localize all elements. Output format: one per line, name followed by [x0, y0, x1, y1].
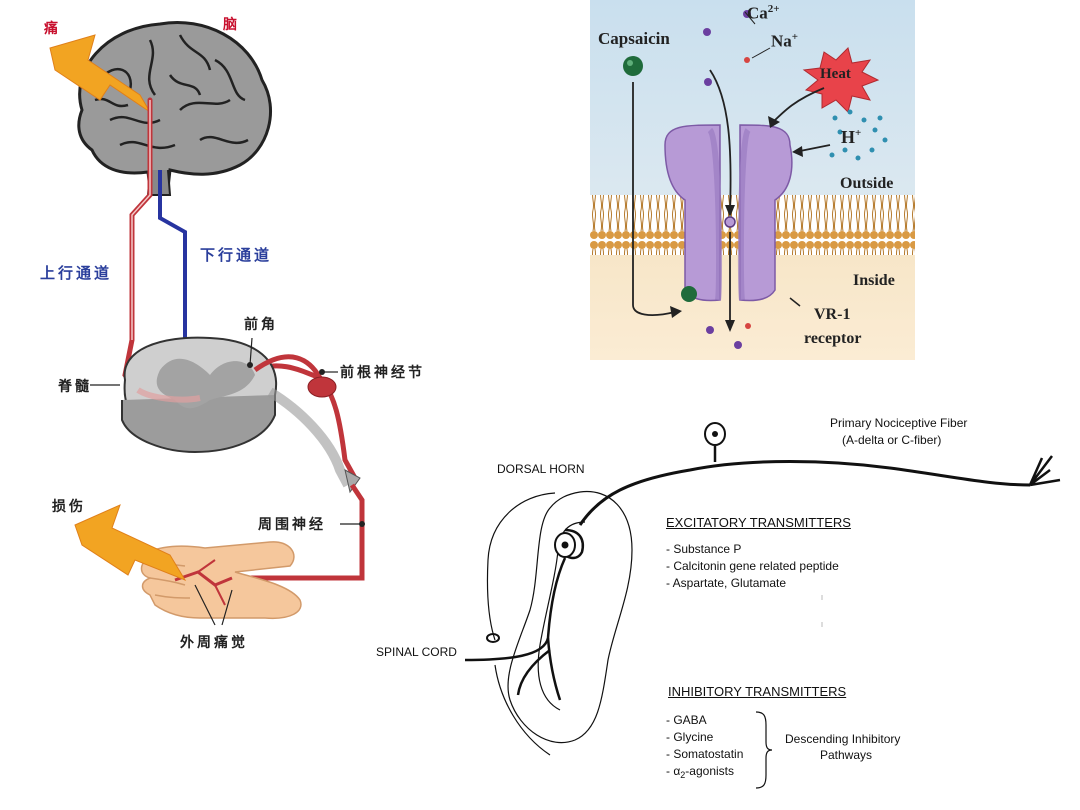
inhibitory-item-1: - GABA	[666, 713, 707, 727]
capsaicin-label: Capsaicin	[598, 29, 670, 48]
inhibitory-brace	[755, 711, 773, 789]
dorsal-horn-illustration	[464, 422, 1061, 789]
excitatory-item-3: - Aspartate, Glutamate	[666, 576, 787, 590]
dorsal-horn-panel: DORSAL HORN SPINAL CORD Primary Nocicept…	[370, 410, 1070, 800]
injury-label: 损伤	[52, 499, 86, 515]
inhibitory-item-3: - Somatostatin	[666, 747, 744, 761]
descending-pathways-line2: Pathways	[820, 748, 873, 762]
excitatory-item-2: - Calcitonin gene related peptide	[666, 559, 839, 573]
peripheral-nerve-label: 周围神经	[258, 517, 326, 533]
inhibitory-heading: INHIBITORY TRANSMITTERS	[668, 684, 847, 699]
dorsal-horn-label: DORSAL HORN	[497, 462, 585, 476]
outside-label: Outside	[840, 175, 894, 192]
vr1-receptor-panel: Capsaicin Ca2+ Na+ Heat H+ Outside Insid…	[590, 0, 915, 360]
vr1-channel	[664, 124, 793, 302]
ascending-pathway-label: 上行通道	[40, 264, 113, 282]
dorsal-horn-outline	[507, 490, 633, 744]
fiber-subtitle: (A-delta or C-fiber)	[842, 433, 942, 447]
pain-pathway-illustration	[49, 21, 365, 626]
excitatory-heading: EXCITATORY TRANSMITTERS	[666, 515, 851, 530]
ion-dots	[703, 10, 888, 349]
primary-nociceptive-fiber	[578, 460, 1031, 526]
inside-label: Inside	[853, 272, 895, 289]
heat-label: Heat	[820, 66, 851, 82]
brain-label: 脑	[223, 17, 240, 33]
spinal-cord-label: SPINAL CORD	[376, 645, 457, 659]
injury-lightning	[74, 504, 187, 582]
central-canal	[486, 633, 500, 643]
root-ganglion-label: 前根神经节	[340, 365, 425, 381]
fiber-title: Primary Nociceptive Fiber	[830, 416, 968, 430]
receptor-label: receptor	[804, 330, 862, 347]
descending-pathway-label: 下行通道	[200, 246, 273, 264]
h-ion-label: H+	[841, 127, 862, 147]
na-ion-label: Na+	[771, 31, 799, 51]
inhibitory-item-4: - α2-agonists	[666, 764, 734, 780]
pain-pathway-panel: 痛 脑 上行通道 下行通道 前角 脊髓 前根神经节 损伤 周围神经 外周痛觉	[0, 0, 460, 660]
vr1-label: VR-1	[814, 306, 851, 323]
capsaicin-molecule	[623, 56, 643, 76]
ca-ion-label: Ca2+	[747, 3, 780, 23]
heat-starburst	[802, 47, 880, 113]
vr1-receptor-illustration	[590, 0, 915, 360]
descending-pathways-line1: Descending Inhibitory	[785, 732, 901, 746]
excitatory-item-1: - Substance P	[666, 542, 742, 556]
peripheral-pain-label: 外周痛觉	[180, 635, 248, 651]
anterior-horn-label: 前角	[244, 317, 278, 333]
spinal-cord-cn-label: 脊髓	[58, 379, 92, 395]
descending-pathway	[158, 170, 187, 345]
inhibitory-item-2: - Glycine	[666, 730, 714, 744]
pain-label: 痛	[44, 21, 61, 37]
spinal-cord-section	[121, 336, 278, 454]
brain-illustration	[77, 21, 272, 196]
